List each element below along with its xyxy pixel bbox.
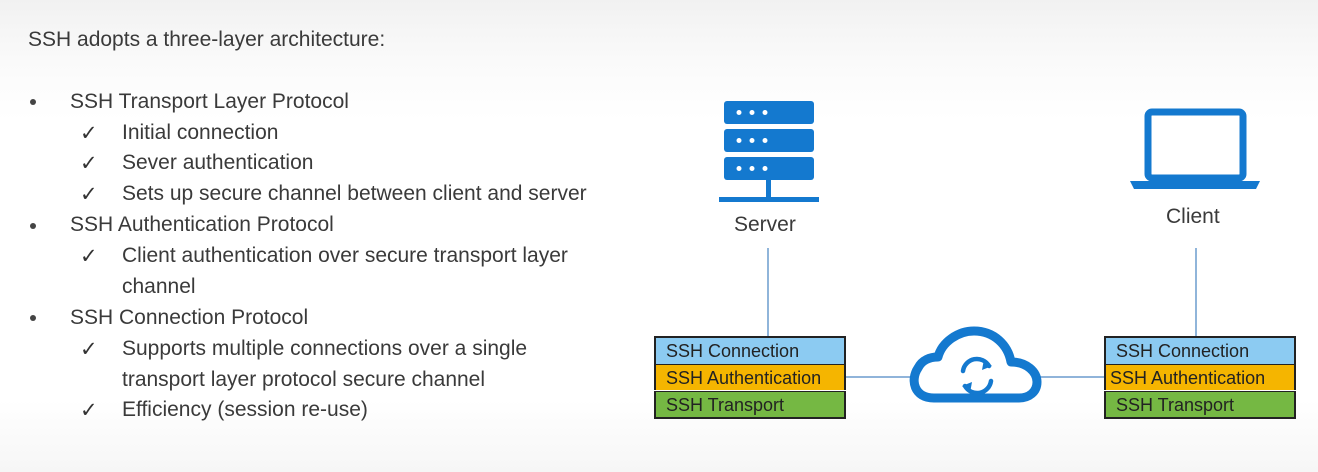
client-ssh-authentication-layer: SSH Authentication [1104,364,1296,390]
check-icon: ✓ [80,182,98,206]
bullet-item-authentication: SSH Authentication Protocol [70,213,334,236]
check-item: Supports multiple connections over a sin… [122,337,528,360]
laptop-icon [1130,108,1260,189]
check-item-continuation: transport layer protocol secure channel [122,368,486,391]
bullet-dot [30,315,36,321]
bullet-item-transport: SSH Transport Layer Protocol [70,90,349,113]
slide-heading: SSH adopts a three-layer architecture: [28,28,386,51]
check-icon: ✓ [80,244,98,268]
server-icon [719,101,819,202]
check-item: Initial connection [122,121,279,144]
bullet-dot [30,99,36,105]
server-ssh-authentication-layer: SSH Authentication [654,364,846,390]
check-icon: ✓ [80,151,98,175]
check-item: Efficiency (session re-use) [122,398,368,421]
client-ssh-transport-layer: SSH Transport [1104,391,1296,419]
client-label: Client [1166,205,1220,228]
cloud-sync-icon [909,326,1042,403]
check-icon: ✓ [80,337,98,361]
check-item: Sever authentication [122,151,314,174]
server-ssh-connection-layer: SSH Connection [654,336,846,364]
server-ssh-transport-layer: SSH Transport [654,391,846,419]
check-icon: ✓ [80,121,98,145]
check-icon: ✓ [80,398,98,422]
server-label: Server [734,213,796,236]
client-ssh-connection-layer: SSH Connection [1104,336,1296,364]
check-item: Client authentication over secure transp… [122,244,568,267]
bullet-item-connection: SSH Connection Protocol [70,306,309,329]
check-item: Sets up secure channel between client an… [122,182,587,205]
check-item-continuation: channel [122,275,196,298]
bullet-dot [30,223,36,229]
